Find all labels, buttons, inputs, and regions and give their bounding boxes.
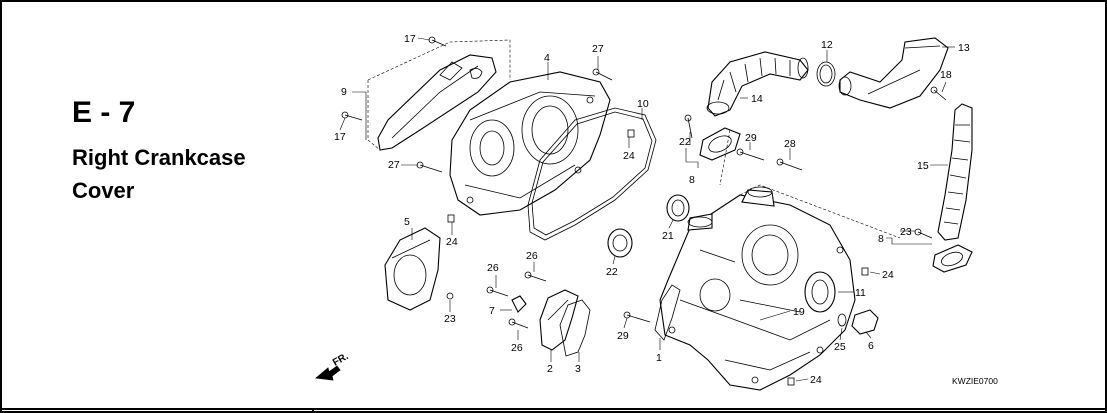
part-12-clamp-band: [816, 61, 836, 87]
callout-27-left: 27: [388, 159, 400, 171]
callout-24-d: 24: [810, 374, 822, 386]
part-25-o-ring: [837, 313, 847, 327]
part-15-vertical-duct: [937, 103, 973, 241]
callout-8-right: 8: [878, 233, 884, 245]
callout-17-top: 17: [404, 33, 416, 45]
callout-24-b: 24: [446, 236, 458, 248]
section-title-line-1: Right Crankcase: [72, 145, 246, 170]
callout-11: 11: [855, 287, 866, 299]
part-2-plate: [539, 289, 579, 351]
callout-20: 21: [662, 230, 674, 242]
section-title: Right Crankcase Cover: [72, 141, 302, 207]
part-20-oil-seal: [666, 194, 690, 222]
part-1-gasket-strip: [654, 284, 681, 341]
callout-19: 19: [793, 306, 805, 318]
callout-22-right: 23: [900, 226, 912, 238]
callout-5: 5: [404, 216, 410, 228]
direction-label: FR.: [331, 351, 351, 369]
callout-23: 23: [444, 313, 456, 325]
callout-22-left: 22: [679, 136, 691, 148]
callout-24-a: 24: [623, 150, 635, 162]
callout-7: 7: [489, 305, 495, 317]
bolts: [341, 36, 947, 386]
callout-2: 2: [547, 363, 553, 375]
callout-10: 10: [637, 98, 649, 110]
callout-4: 4: [544, 52, 550, 64]
part-6-fitting: [851, 309, 879, 335]
section-title-line-2: Cover: [72, 178, 135, 203]
part-9-guard-cover: [367, 39, 511, 151]
callout-13: 13: [958, 42, 970, 54]
part-4-outer-cover: [449, 71, 611, 216]
callout-8-left: 8: [689, 174, 695, 186]
bottom-tick: [312, 408, 314, 413]
callout-28: 28: [784, 138, 796, 150]
callout-18: 18: [940, 69, 952, 81]
part-11-crankcase-cover: [659, 129, 901, 391]
callout-6: 6: [868, 340, 874, 352]
callout-26-b: 26: [526, 250, 538, 262]
part-21-oil-seal: [607, 228, 633, 258]
front-direction-arrow: FR.: [315, 351, 351, 381]
callout-12: 12: [821, 39, 833, 51]
part-8-seals: [699, 127, 973, 273]
figure-code: KWZIE0700: [952, 376, 998, 386]
callout-1: 1: [656, 352, 662, 364]
callout-29-top: 29: [745, 132, 757, 144]
callout-26-a: 26: [487, 262, 499, 274]
callout-15: 15: [917, 160, 929, 172]
section-code: E - 7: [72, 96, 136, 129]
part-14-air-duct: [706, 51, 809, 117]
callout-labels: 17 9 17 27 4 27 10 24 24 5 23 26 26 7 26…: [334, 33, 970, 386]
callout-25: 25: [834, 341, 846, 353]
part-13-upper-duct: [838, 37, 949, 109]
bottom-rule: [0, 408, 1107, 410]
callout-21: 22: [606, 266, 618, 278]
part-5-small-cover: [384, 227, 441, 311]
callout-24-c: 24: [882, 269, 894, 281]
callout-27-top: 27: [592, 43, 604, 55]
part-10-gasket: [527, 107, 657, 241]
callout-14: 14: [751, 93, 763, 105]
callout-17-left: 17: [334, 131, 346, 143]
callout-9: 9: [341, 86, 347, 98]
leader-lines: [339, 37, 955, 382]
part-3-gasket: [559, 299, 591, 357]
callout-26-c: 26: [511, 342, 523, 354]
callout-29-bottom: 29: [617, 330, 629, 342]
callout-3: 3: [575, 363, 581, 375]
